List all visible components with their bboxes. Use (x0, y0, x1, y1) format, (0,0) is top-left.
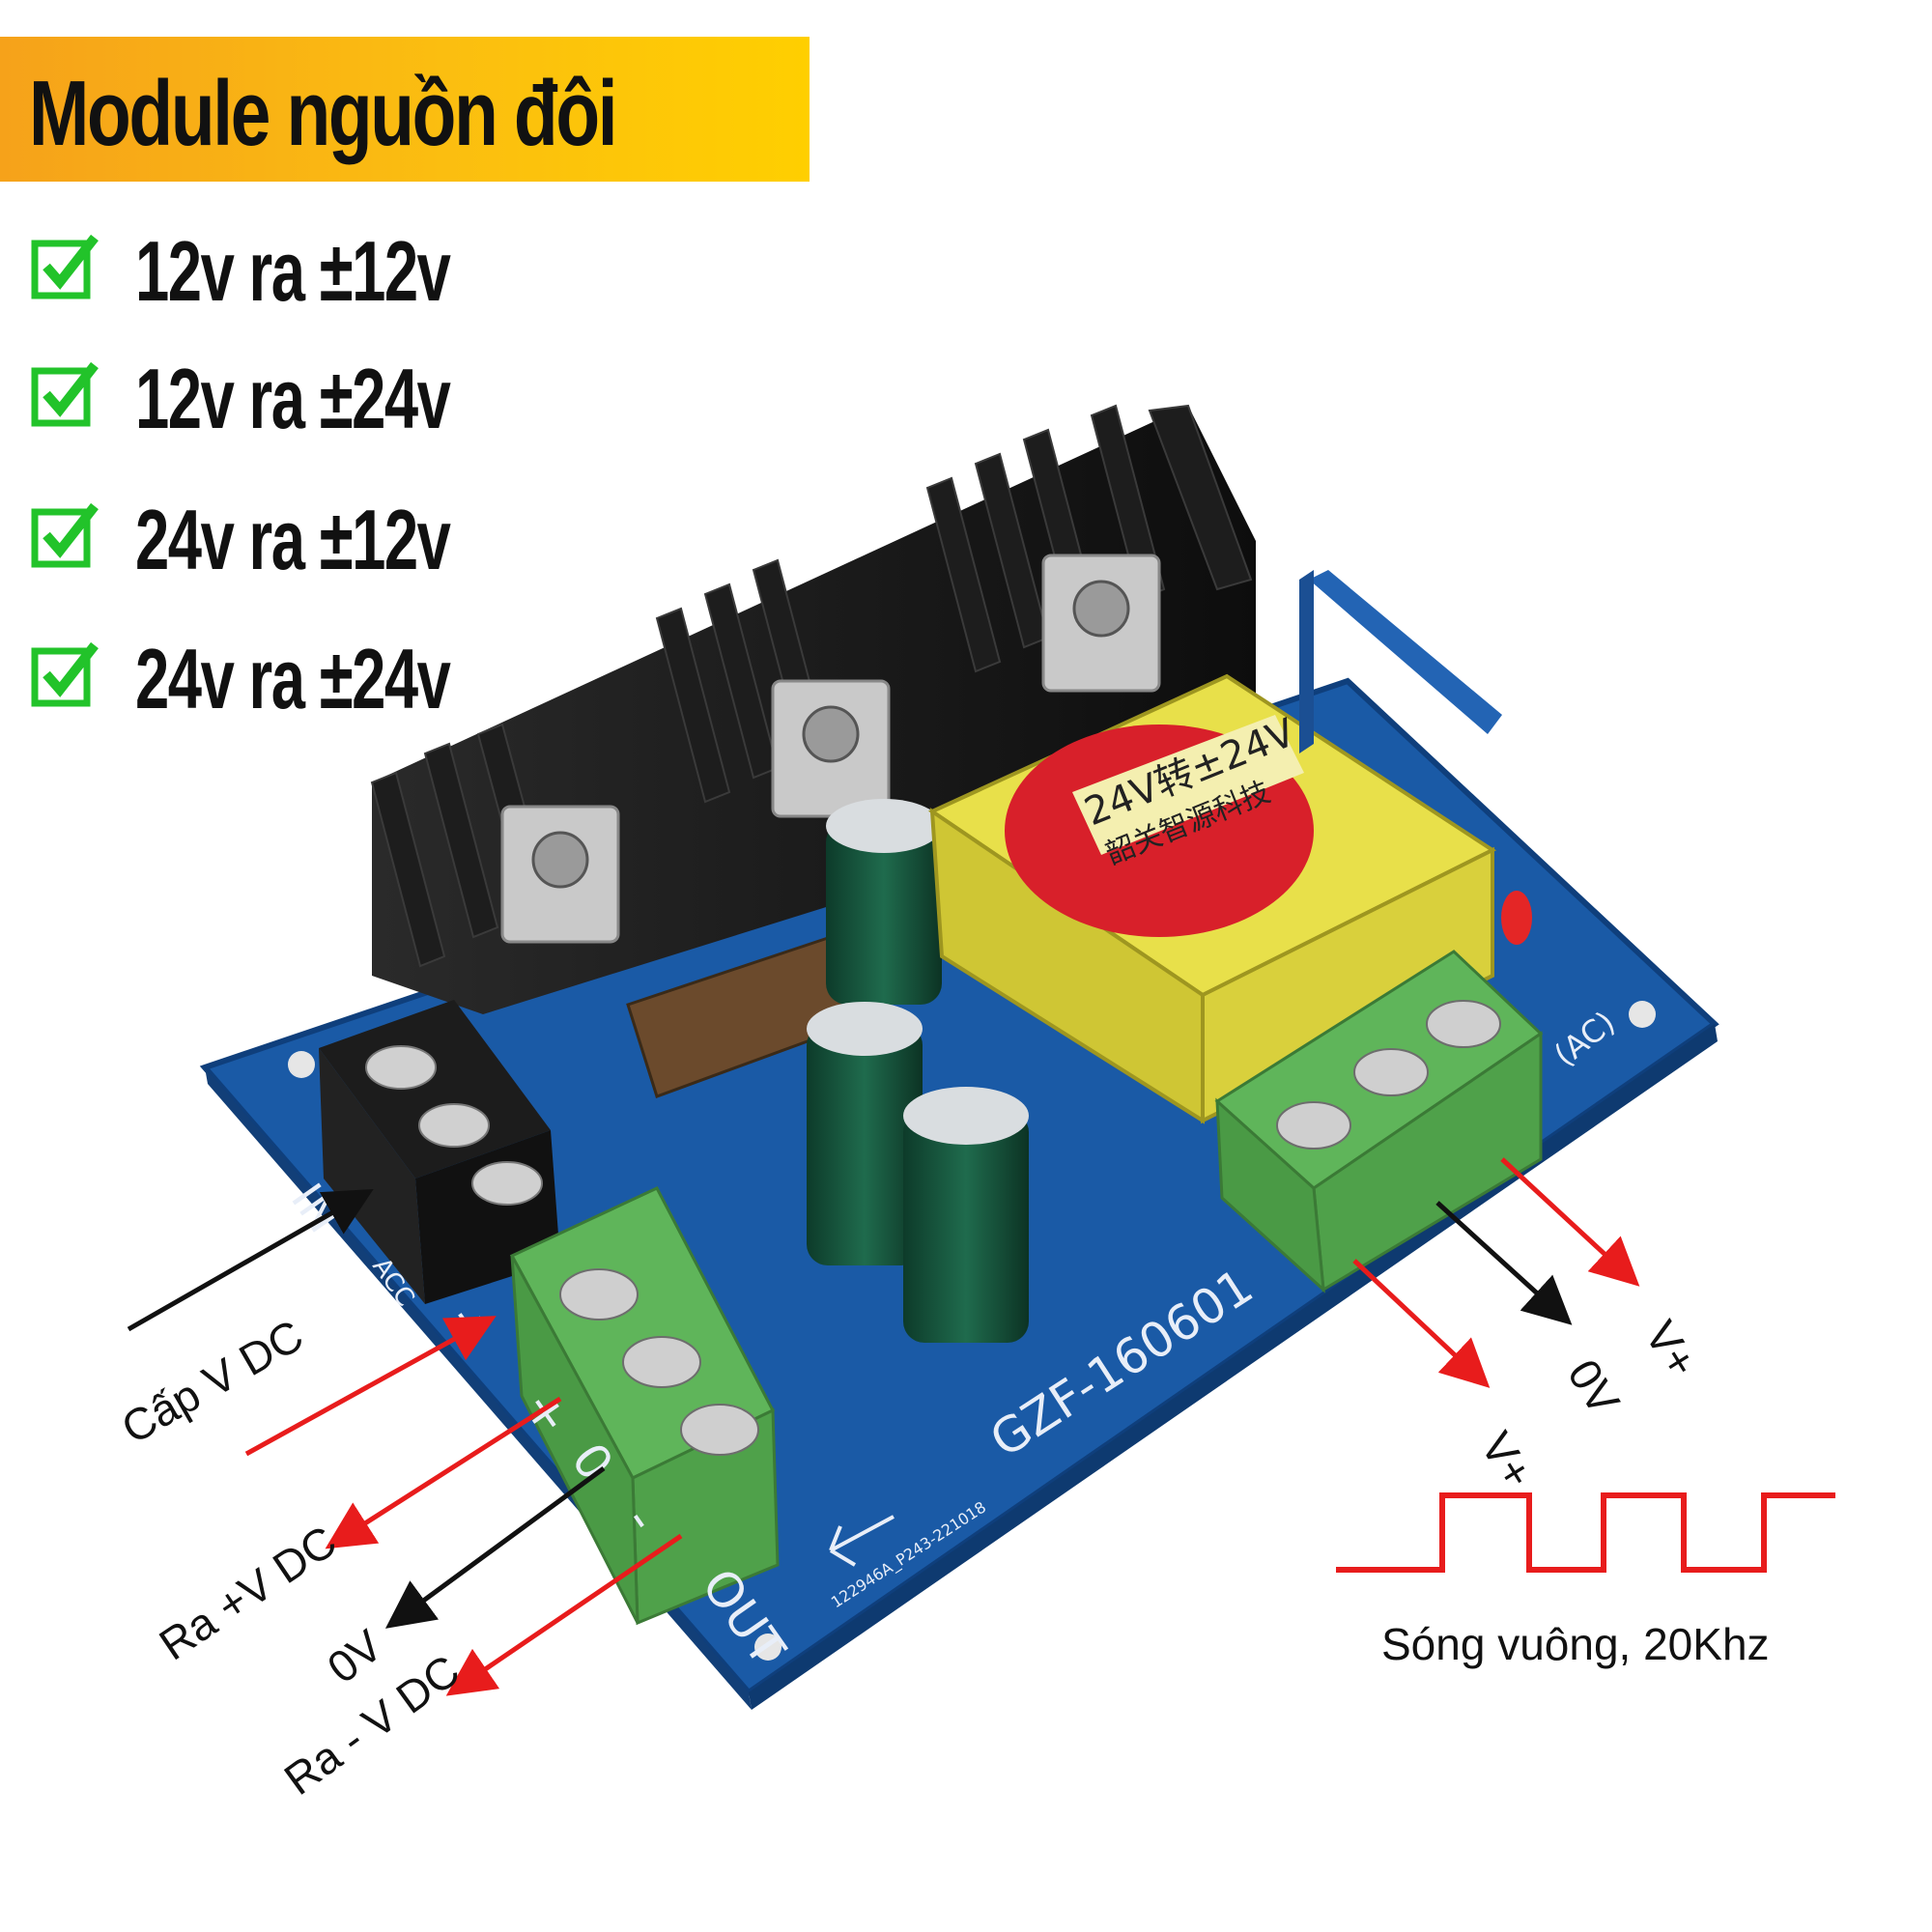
feature-text: 24v ra ±24v (135, 631, 451, 726)
arrow-left-icon (829, 1515, 895, 1567)
checkbox-check-icon (31, 361, 99, 427)
out-minus-arrow (445, 1533, 683, 1696)
led-indicator (1501, 891, 1532, 945)
driver-daughter-board (1299, 570, 1502, 753)
title-banner: Module nguồn đôi (0, 37, 810, 182)
checkbox-check-icon (31, 502, 99, 568)
ac-zero-arrow (1435, 1201, 1573, 1325)
heatsinks (370, 404, 1256, 1014)
supply-arrow-black (127, 1189, 374, 1332)
dc-output-terminal-block (509, 1186, 780, 1626)
transformer: 24V转±24V 韶关智源科技 (927, 673, 1497, 1124)
checkbox-check-icon (31, 641, 99, 707)
supply-arrow-red (244, 1316, 497, 1457)
feature-text: 12v ra ±12v (135, 223, 451, 319)
waveform-caption: Sóng vuông, 20Khz (1381, 1619, 1770, 1669)
feature-text: 12v ra ±24v (135, 351, 451, 446)
out-plus-arrow (325, 1396, 562, 1549)
capacitors (807, 799, 1029, 1343)
square-wave-graphic (1336, 1492, 1835, 1573)
annotation-arrows (127, 1157, 1640, 1696)
ac-output-terminal-block (1214, 950, 1544, 1293)
ac-v2-arrow (1500, 1157, 1640, 1287)
feature-text: 24v ra ±12v (135, 492, 451, 587)
ac-v1-arrow (1352, 1259, 1491, 1388)
page-title: Module nguồn đôi (29, 62, 618, 165)
checkbox-check-icon (31, 234, 99, 299)
out-zero-arrow (384, 1465, 606, 1629)
